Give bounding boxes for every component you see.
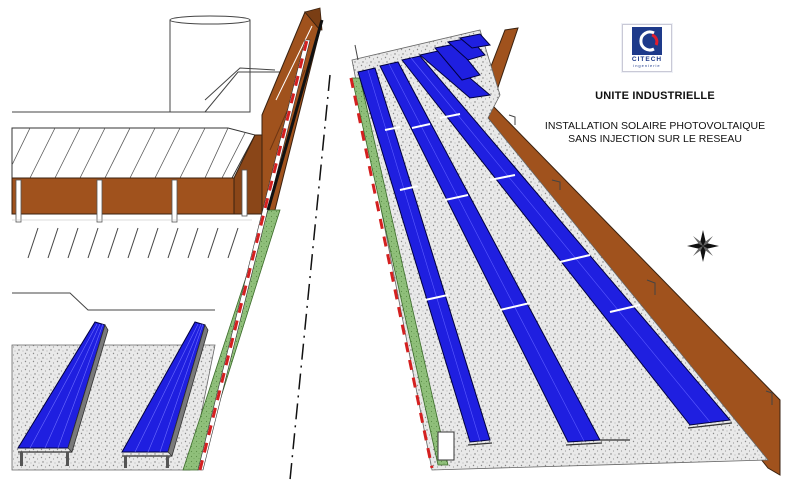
canopy-roof [11,127,256,179]
diagram-subtitle-line1: INSTALLATION SOLAIRE PHOTOVOLTAIQUE [544,120,766,132]
citech-logo-icon [632,27,662,55]
pv-row-4 [418,33,492,99]
title-block: UNITE INDUSTRIELLE INSTALLATION SOLAIRE … [530,90,780,146]
diagram-title: UNITE INDUSTRIELLE [595,90,715,102]
inverter-box [437,431,455,461]
diagram-subtitle-line2: SANS INJECTION SUR LE RESEAU [568,133,742,145]
canopy-fascia [11,177,235,215]
pv-row-1 [357,67,491,443]
right-grass-strip [351,77,449,466]
road-centerline [289,74,331,481]
left-pv-array-2 [121,321,209,468]
lamp-posts [508,114,773,405]
right-curb [349,77,434,469]
logo-name: CITECH [631,56,663,63]
citech-logo: CITECH ingenierie [622,24,672,72]
compass-rose-icon [687,230,719,262]
logo-tagline: ingenierie [633,63,661,68]
pv-row-3 [401,55,731,426]
left-pv-array-1 [17,321,109,466]
water-tank [169,19,251,113]
